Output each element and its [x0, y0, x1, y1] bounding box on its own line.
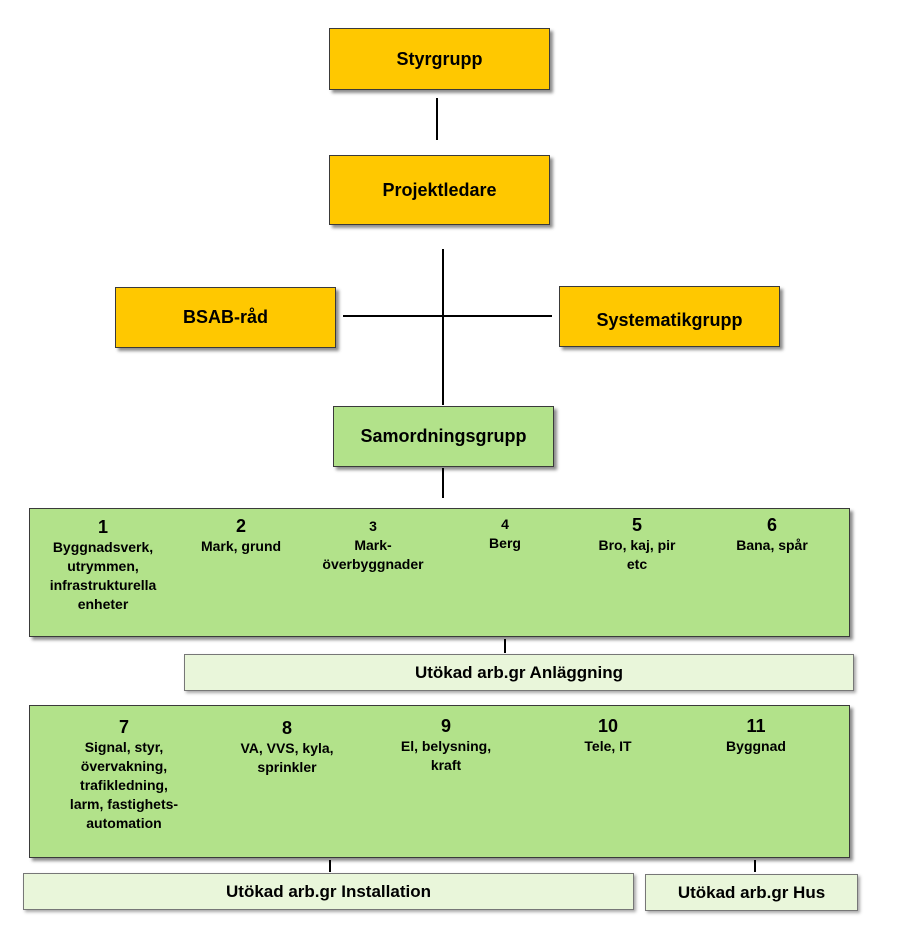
group2-item-7-line: Signal, styr,: [84, 739, 164, 755]
group2-item-8-line: VA, VVS, kyla,: [240, 740, 334, 756]
group1-item-3: 3 Mark- överbyggnader: [322, 517, 423, 574]
group1-box: 1 Byggnadsverk, utrymmen, infrastrukture…: [29, 508, 850, 637]
group1-item-6-line: Bana, spår: [736, 537, 808, 553]
group2-item-11-number: 11: [746, 716, 766, 736]
group1-item-1-line: utrymmen,: [67, 558, 139, 574]
group1-item-3-number: 3: [369, 518, 377, 534]
group2-item-10: 10 Tele, IT: [584, 716, 631, 756]
group1-item-5: 5 Bro, kaj, pir etc: [598, 515, 675, 574]
styrgrupp-box: Styrgrupp: [329, 28, 550, 90]
systematik-box: Systematikgrupp: [559, 286, 780, 347]
connector-projektledare-samordning: [442, 249, 444, 405]
group1-item-3-line: överbyggnader: [322, 556, 424, 572]
systematik-label: Systematikgrupp: [596, 310, 743, 330]
group2-item-10-line: Tele, IT: [584, 738, 632, 754]
group2-item-7-number: 7: [118, 717, 130, 737]
group2-item-7: 7 Signal, styr, övervakning, trafikledni…: [70, 717, 178, 833]
group1-item-1: 1 Byggnadsverk, utrymmen, infrastrukture…: [50, 517, 157, 614]
group1-item-2-line: Mark, grund: [200, 538, 282, 554]
group2-item-7-line: automation: [86, 815, 162, 831]
samordning-label: Samordningsgrupp: [360, 426, 527, 446]
anlaggning-box: Utökad arb.gr Anläggning: [184, 654, 854, 691]
connector-group2-installation: [329, 860, 331, 872]
group2-item-11: 11 Byggnad: [726, 716, 786, 756]
anlaggning-label: Utökad arb.gr Anläggning: [414, 662, 624, 682]
group1-item-1-number: 1: [97, 517, 108, 537]
connector-group1-anlaggning: [504, 639, 506, 653]
bsab-box: BSAB-råd: [115, 287, 336, 348]
group2-item-8-line: sprinkler: [257, 759, 317, 775]
projektledare-box: Projektledare: [329, 155, 550, 225]
group1-item-1-line: Byggnadsverk,: [52, 539, 154, 555]
group1-item-1-line: infrastrukturella: [49, 577, 157, 593]
projektledare-label: Projektledare: [382, 179, 497, 200]
group1-item-2-number: 2: [235, 516, 246, 536]
group1-item-4: 4 Berg: [489, 515, 521, 553]
group1-item-6: 6 Bana, spår: [736, 515, 808, 555]
connector-group2-hus: [754, 860, 756, 872]
installation-box: Utökad arb.gr Installation: [23, 873, 634, 910]
connector-samordning-group1: [442, 468, 444, 498]
connector-bsab-systematik: [343, 315, 552, 317]
group2-item-10-number: 10: [597, 716, 619, 736]
group2-item-7-line: larm, fastighets-: [69, 796, 179, 812]
group1-item-4-number: 4: [501, 516, 509, 532]
group2-box: 7 Signal, styr, övervakning, trafikledni…: [29, 705, 850, 858]
group2-item-9-number: 9: [440, 716, 451, 736]
group1-item-5-number: 5: [631, 515, 642, 535]
group1-item-1-line: enheter: [77, 596, 129, 612]
group2-item-11-line: Byggnad: [726, 738, 786, 754]
group1-item-5-line: Bro, kaj, pir: [598, 537, 676, 553]
group1-item-4-line: Berg: [489, 535, 521, 551]
group2-item-9: 9 El, belysning, kraft: [401, 716, 491, 775]
group2-item-7-line: övervakning,: [80, 758, 168, 774]
group1-item-3-line: Mark-: [354, 537, 392, 553]
group1-item-2: 2 Mark, grund: [201, 516, 281, 556]
group1-item-5-line: etc: [626, 556, 648, 572]
group1-item-6-number: 6: [766, 515, 777, 535]
group2-item-8-number: 8: [281, 718, 292, 738]
group2-item-9-line: kraft: [430, 757, 462, 773]
hus-label: Utökad arb.gr Hus: [677, 882, 826, 902]
group2-item-9-line: El, belysning,: [400, 738, 492, 754]
group2-item-8: 8 VA, VVS, kyla, sprinkler: [240, 718, 333, 777]
samordning-box: Samordningsgrupp: [333, 406, 554, 467]
connector-styrgrupp-projektledare: [436, 98, 438, 140]
styrgrupp-label: Styrgrupp: [396, 48, 483, 69]
hus-box: Utökad arb.gr Hus: [645, 874, 858, 911]
bsab-label: BSAB-råd: [182, 307, 268, 327]
group2-item-7-line: trafikledning,: [80, 777, 168, 793]
installation-label: Utökad arb.gr Installation: [226, 881, 431, 901]
